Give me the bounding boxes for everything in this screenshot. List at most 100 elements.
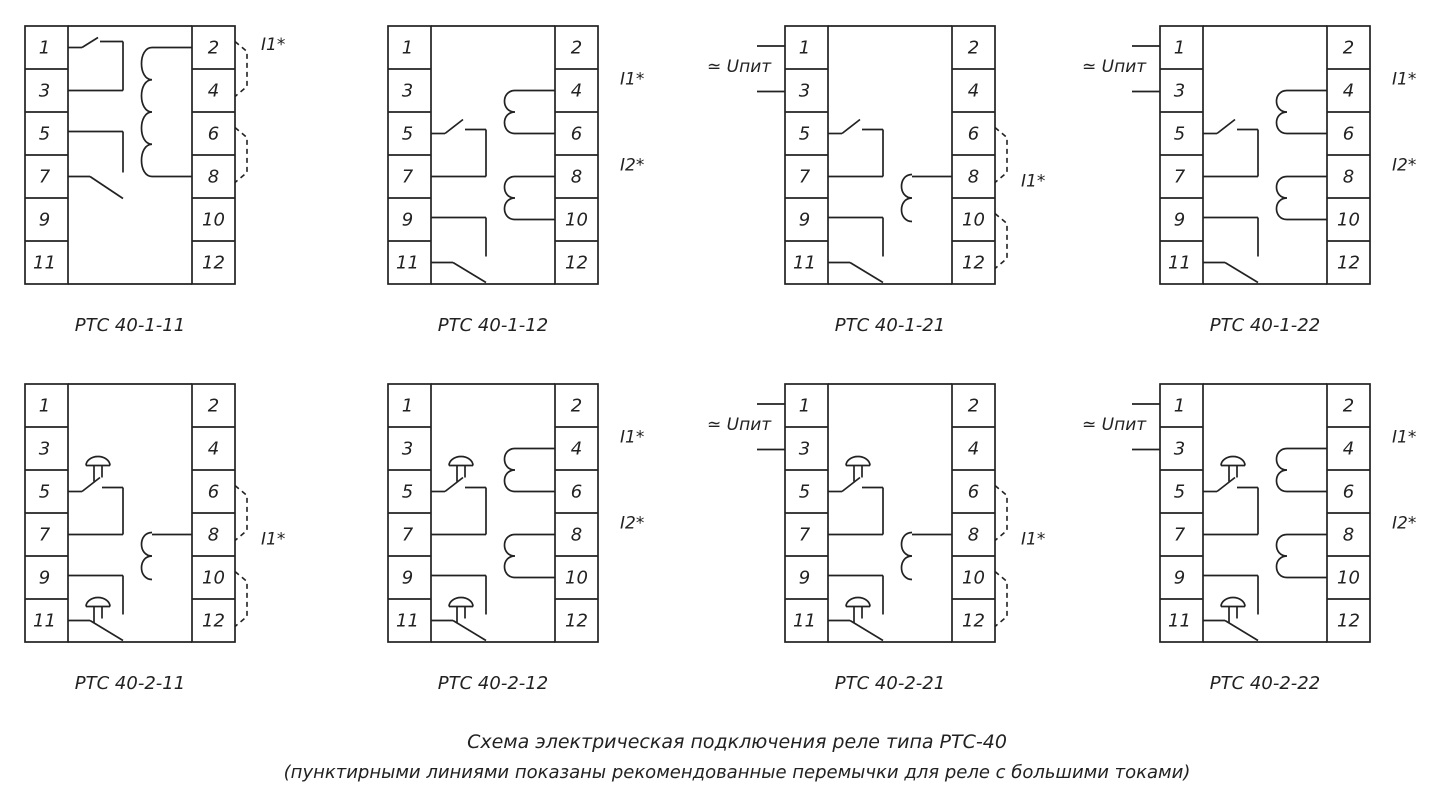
delay-arc <box>1220 596 1246 607</box>
terminal-number: 6 <box>968 124 979 145</box>
terminal-number: 4 <box>208 439 219 460</box>
relay-type-label: РТС 40-1-12 <box>438 315 548 336</box>
terminal-number: 2 <box>968 396 979 417</box>
current-input-label: I1* <box>261 530 285 550</box>
relay-type-label: РТС 40-2-21 <box>835 673 945 694</box>
terminal-number: 6 <box>208 482 219 503</box>
supply-voltage-label: ≃ Uпит <box>1082 57 1147 77</box>
delay-arc <box>85 455 111 466</box>
supply-voltage-label: ≃ Uпит <box>707 57 772 77</box>
relay-type-label: РТС 40-2-11 <box>75 673 185 694</box>
terminal-number: 1 <box>39 38 50 59</box>
coil-winding <box>140 531 153 581</box>
terminal-number: 3 <box>402 439 413 460</box>
contact-blade <box>841 476 861 493</box>
coil-winding <box>503 533 516 579</box>
terminal-number: 5 <box>799 482 810 503</box>
contact-blade <box>89 619 124 642</box>
terminal-number: 4 <box>208 81 219 102</box>
recommended-jumper <box>994 212 1008 270</box>
terminal-number: 12 <box>1337 253 1360 274</box>
terminal-number: 2 <box>208 38 219 59</box>
terminal-number: 9 <box>1174 210 1185 231</box>
terminal-number: 1 <box>39 396 50 417</box>
terminal-number: 1 <box>402 38 413 59</box>
terminal-number: 7 <box>799 167 811 188</box>
recommended-jumper <box>234 570 248 628</box>
terminal-number: 5 <box>799 124 810 145</box>
terminal-number: 3 <box>1174 439 1185 460</box>
coil-winding <box>140 46 153 178</box>
time-delay-symbol <box>448 596 474 623</box>
current-input-label: I2* <box>620 156 644 176</box>
current-input-label: I1* <box>620 70 644 90</box>
terminal-number: 4 <box>1343 439 1354 460</box>
time-delay-symbol <box>85 455 111 482</box>
terminal-number: 12 <box>565 253 588 274</box>
contact-blade <box>1224 261 1259 284</box>
contact-blade <box>81 476 101 493</box>
delay-arc <box>85 596 111 607</box>
coil-winding <box>503 447 516 493</box>
relay-type-label: РТС 40-2-12 <box>438 673 548 694</box>
terminal-number: 1 <box>799 38 810 59</box>
contact-blade <box>849 619 884 642</box>
current-input-label: I1* <box>261 35 285 55</box>
delay-arc <box>448 455 474 466</box>
supply-voltage-label: ≃ Uпит <box>707 415 772 435</box>
terminal-number: 7 <box>39 167 51 188</box>
terminal-number: 1 <box>799 396 810 417</box>
terminal-number: 9 <box>402 568 413 589</box>
recommended-jumper <box>994 126 1008 184</box>
terminal-number: 3 <box>799 81 810 102</box>
contact-blade <box>444 118 464 135</box>
contact-blade <box>1224 619 1259 642</box>
contact-blade <box>849 261 884 284</box>
terminal-number: 7 <box>402 167 414 188</box>
coil-winding <box>1275 447 1288 493</box>
terminal-number: 12 <box>1337 611 1360 632</box>
terminal-number: 8 <box>571 525 582 546</box>
terminal-number: 7 <box>1174 525 1186 546</box>
terminal-number: 6 <box>208 124 219 145</box>
time-delay-symbol <box>448 455 474 482</box>
terminal-number: 7 <box>1174 167 1186 188</box>
terminal-number: 12 <box>565 611 588 632</box>
terminal-number: 2 <box>571 396 582 417</box>
terminal-number: 5 <box>402 482 413 503</box>
terminal-number: 6 <box>1343 482 1354 503</box>
caption-note: (пунктирными линиями показаны рекомендов… <box>284 762 1191 783</box>
terminal-number: 3 <box>39 439 50 460</box>
relay-type-label: РТС 40-2-22 <box>1210 673 1320 694</box>
terminal-number: 2 <box>1343 396 1354 417</box>
coil-winding <box>900 173 913 223</box>
coil-winding <box>503 175 516 221</box>
relay-type-label: РТС 40-1-21 <box>835 315 945 336</box>
terminal-number: 3 <box>402 81 413 102</box>
terminal-number: 9 <box>799 568 810 589</box>
terminal-number: 8 <box>1343 525 1354 546</box>
terminal-number: 8 <box>1343 167 1354 188</box>
contact-blade <box>1216 118 1236 135</box>
recommended-jumper <box>234 484 248 542</box>
terminal-number: 5 <box>39 124 50 145</box>
terminal-number: 2 <box>1343 38 1354 59</box>
terminal-number: 10 <box>565 210 588 231</box>
terminal-number: 8 <box>968 167 979 188</box>
terminal-number: 2 <box>571 38 582 59</box>
coil-winding <box>1275 89 1288 135</box>
terminal-number: 11 <box>793 253 816 274</box>
terminal-number: 5 <box>402 124 413 145</box>
terminal-number: 6 <box>968 482 979 503</box>
terminal-number: 12 <box>202 253 225 274</box>
time-delay-symbol <box>845 596 871 623</box>
terminal-number: 4 <box>571 81 582 102</box>
supply-voltage-label: ≃ Uпит <box>1082 415 1147 435</box>
time-delay-symbol <box>845 455 871 482</box>
